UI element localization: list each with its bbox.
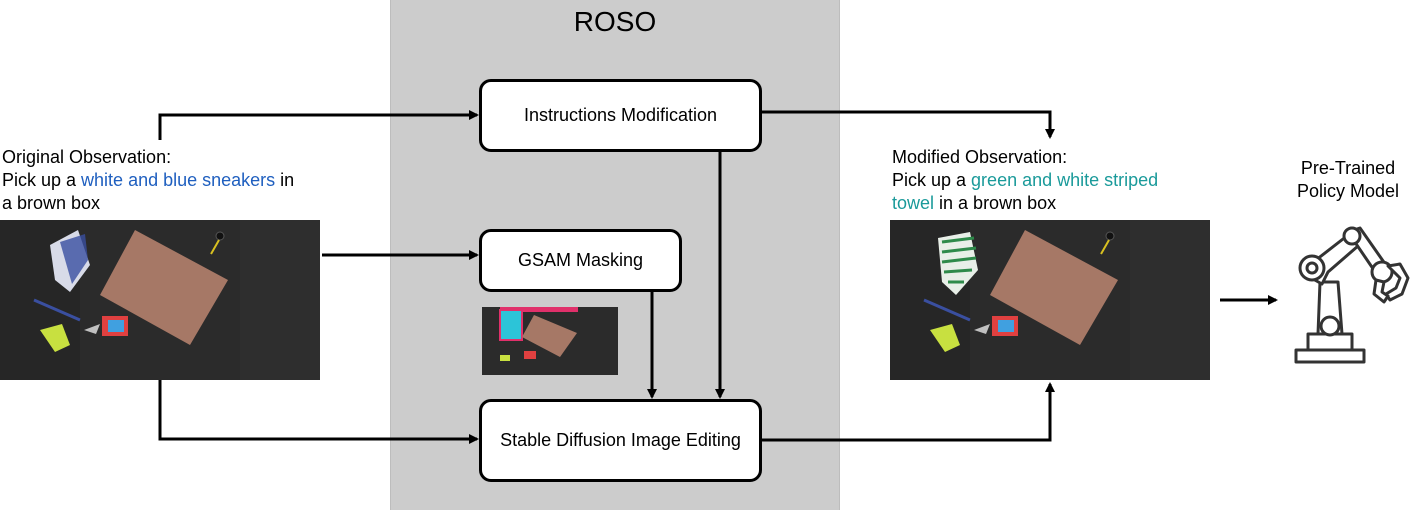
gsam-mask-thumbnail xyxy=(482,307,618,375)
policy-model-caption: Pre-Trained Policy Model xyxy=(1280,157,1416,203)
modified-highlight-1: green and white striped xyxy=(971,170,1159,190)
original-observation-caption: Original Observation: Pick up a white an… xyxy=(2,146,332,215)
modified-scene-image xyxy=(890,220,1210,380)
modified-observation-caption: Modified Observation: Pick up a green an… xyxy=(892,146,1192,215)
original-line-post: in xyxy=(275,170,295,190)
arrow-original-to-instructions xyxy=(158,110,479,140)
original-scene-image xyxy=(0,220,320,380)
striped-towel-image xyxy=(938,232,978,295)
brown-box xyxy=(100,230,228,345)
original-heading: Original Observation: xyxy=(2,147,172,167)
stable-diffusion-box: Stable Diffusion Image Editing xyxy=(479,399,762,482)
gsam-masking-box: GSAM Masking xyxy=(479,229,682,292)
roso-title: ROSO xyxy=(573,6,657,37)
arrow-image-to-sd xyxy=(158,380,479,444)
brown-box xyxy=(990,230,1118,345)
modified-line-pre: Pick up a xyxy=(892,170,972,190)
policy-line1: Pre-Trained xyxy=(1300,158,1396,178)
robot-arm-icon xyxy=(1294,226,1410,364)
policy-line2: Policy Model xyxy=(1296,181,1400,201)
modified-line-post: in a brown box xyxy=(934,193,1057,213)
original-line2: a brown box xyxy=(2,193,101,213)
arrow-sd-to-modified xyxy=(762,382,1055,442)
modified-heading: Modified Observation: xyxy=(892,147,1068,167)
original-line-pre: Pick up a xyxy=(2,170,82,190)
original-highlight: white and blue sneakers xyxy=(81,170,276,190)
arrow-instructions-to-modified xyxy=(762,110,1055,139)
modified-highlight-2: towel xyxy=(892,193,935,213)
instructions-modification-box: Instructions Modification xyxy=(479,79,762,152)
